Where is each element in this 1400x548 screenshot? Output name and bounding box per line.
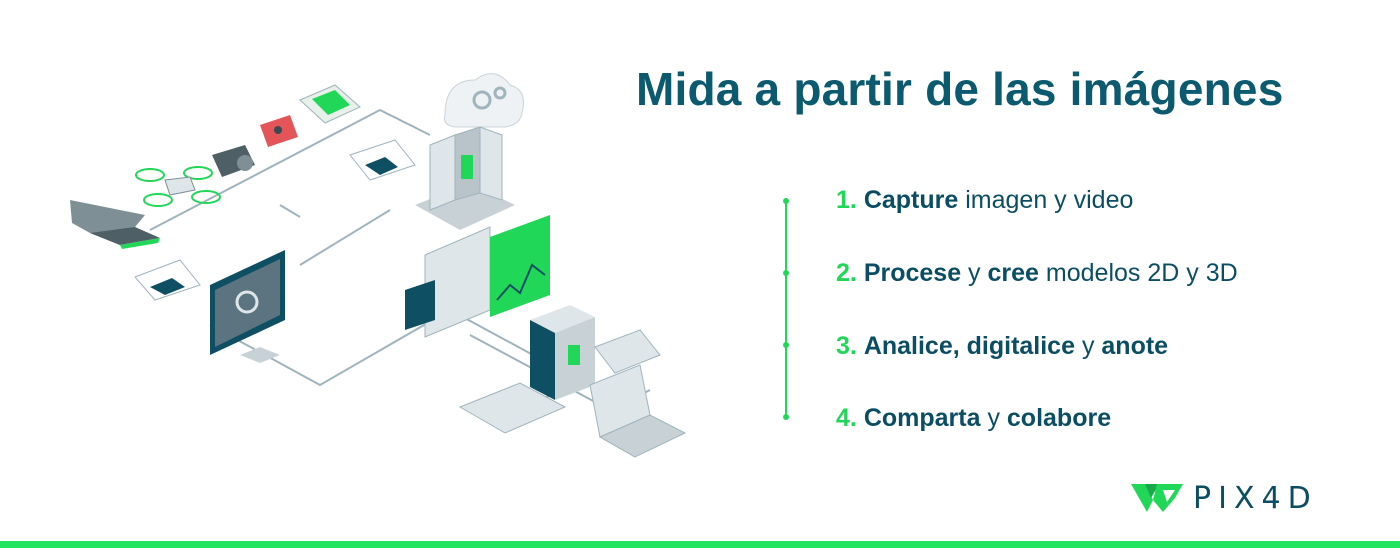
step-text: colabore — [1006, 404, 1112, 432]
pix4d-logo: PIX4D — [1131, 480, 1318, 516]
step-number: 1. — [836, 186, 857, 214]
step-item: 1. Capture imagen y video — [836, 183, 1133, 217]
timeline-dot — [783, 198, 789, 204]
step-item: 4. Comparta y colabore — [836, 401, 1111, 435]
step-text: Procese — [863, 259, 962, 287]
step-text: y — [961, 259, 988, 287]
timeline-dot — [783, 414, 789, 420]
step-text: Comparta — [863, 404, 981, 432]
camera-icon — [212, 145, 255, 177]
cloud-gears-icon — [444, 73, 524, 128]
step-text: anote — [1101, 332, 1169, 360]
step-item: 2. Procese y cree modelos 2D y 3D — [836, 256, 1238, 290]
timeline-dot — [783, 342, 789, 348]
photo-card-icon — [134, 139, 416, 301]
page-title: Mida a partir de las imágenes — [636, 63, 1284, 115]
step-text: y — [1075, 332, 1102, 360]
tablet-icon — [458, 329, 661, 434]
timeline-line — [785, 198, 787, 418]
server-rack-icon — [415, 126, 515, 230]
step-item: 3. Analice, digitalice y anote — [836, 329, 1168, 363]
step-text: y — [980, 404, 1007, 432]
desktop-monitor-icon — [210, 250, 285, 363]
step-text: Capture — [863, 186, 959, 214]
chart-panel-icon — [405, 215, 550, 338]
green-sensor-board-icon — [299, 84, 361, 124]
step-number: 2. — [836, 259, 857, 287]
step-text: modelos 2D y 3D — [1038, 259, 1238, 287]
logo-wordmark: PIX4D — [1193, 480, 1318, 516]
pix4d-logo-icon — [1131, 484, 1183, 512]
bottom-accent-bar — [0, 541, 1400, 548]
step-text: imagen y video — [958, 186, 1134, 214]
steps-timeline — [783, 198, 789, 420]
laptop-icon — [589, 364, 687, 458]
workflow-illustration — [70, 73, 687, 458]
tower-server-icon — [530, 305, 595, 400]
fixed-wing-drone-icon — [70, 200, 160, 249]
red-sensor-icon — [260, 115, 298, 147]
step-text: Analice, digitalice — [863, 332, 1075, 360]
step-number: 3. — [836, 332, 857, 360]
step-text: cree — [987, 259, 1039, 287]
quadcopter-drone-icon — [135, 166, 221, 207]
step-number: 4. — [836, 404, 857, 432]
timeline-dot — [783, 270, 789, 276]
